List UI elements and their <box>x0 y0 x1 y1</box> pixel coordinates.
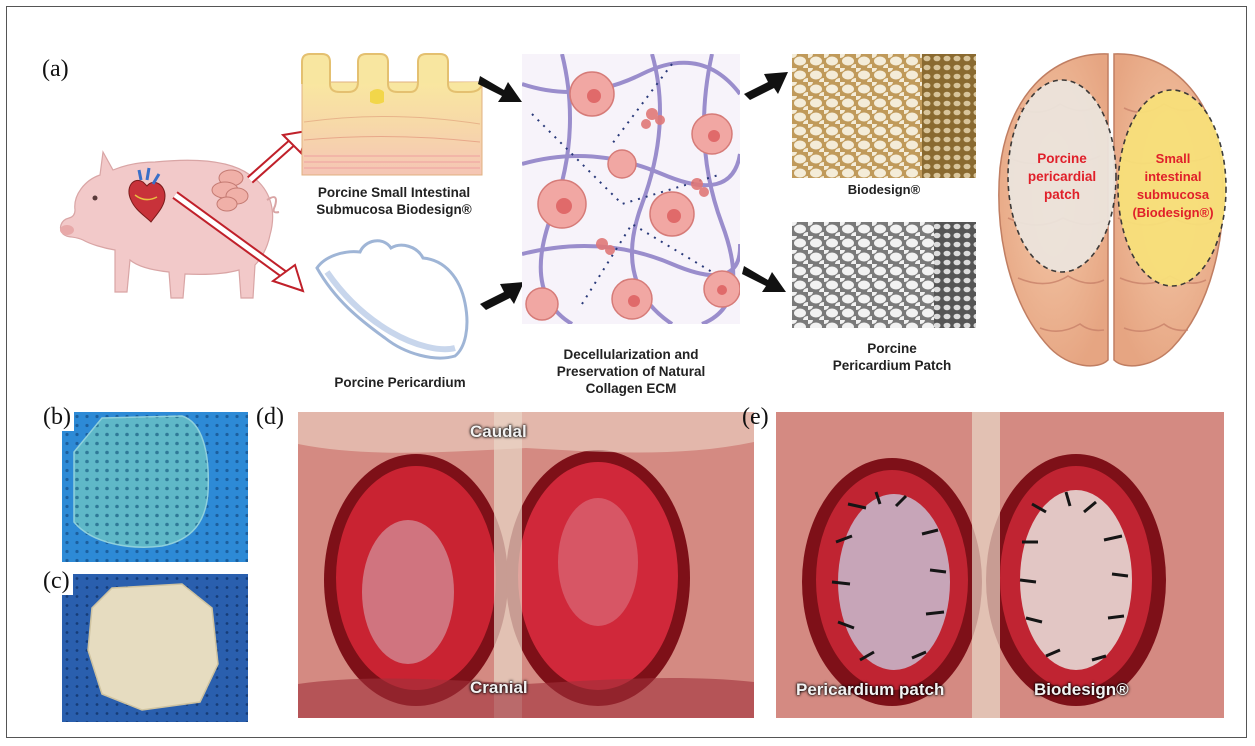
biodesign-caption: Biodesign® <box>800 181 968 198</box>
ecm-illustration <box>522 54 740 324</box>
sis-tissue-illustration <box>300 52 485 177</box>
pericardium-illustration <box>305 228 480 368</box>
photo-d-dural-defects: Caudal Cranial <box>298 412 754 718</box>
brain-right-line4: (Biodesign®) <box>1118 204 1228 222</box>
panel-label-d: (d) <box>256 404 284 431</box>
pericardium-patch-label: Pericardium patch <box>796 680 944 700</box>
photo-e-sutured-patches: Pericardium patch Biodesign® <box>776 412 1224 718</box>
brain-left-line3: patch <box>1008 186 1116 204</box>
patch-caption-line2: Pericardium Patch <box>800 357 984 374</box>
panel-label-b: (b) <box>40 404 74 431</box>
process-arrow-3 <box>742 66 790 106</box>
biodesign-label: Biodesign® <box>1034 680 1129 700</box>
sis-caption-line1: Porcine Small Intestinal <box>284 184 504 201</box>
brain-right-label: Small intestinal submucosa (Biodesign®) <box>1118 150 1228 222</box>
process-arrow-1 <box>478 66 526 106</box>
process-arrow-4 <box>742 256 790 296</box>
ecm-caption-line3: Collagen ECM <box>520 380 742 397</box>
ecm-caption-line2: Preservation of Natural <box>520 363 742 380</box>
brain-left-line1: Porcine <box>1008 150 1116 168</box>
pericardium-patch-texture <box>792 222 976 328</box>
pericardium-caption: Porcine Pericardium <box>300 374 500 391</box>
biodesign-texture <box>792 54 976 178</box>
patch-caption: Porcine Pericardium Patch <box>800 340 984 374</box>
brain-right-line2: intestinal <box>1118 168 1228 186</box>
process-arrow-2 <box>478 276 526 312</box>
brain-right-line1: Small <box>1118 150 1228 168</box>
ecm-caption-line1: Decellularization and <box>520 346 742 363</box>
ecm-caption: Decellularization and Preservation of Na… <box>520 346 742 397</box>
cranial-label: Cranial <box>470 678 528 698</box>
panel-label-c: (c) <box>40 568 73 595</box>
brain-left-label: Porcine pericardial patch <box>1008 150 1116 204</box>
panel-label-e: (e) <box>742 404 769 431</box>
brain-right-line3: submucosa <box>1118 186 1228 204</box>
patch-caption-line1: Porcine <box>800 340 984 357</box>
caudal-label: Caudal <box>470 422 527 442</box>
sis-caption: Porcine Small Intestinal Submucosa Biode… <box>284 184 504 218</box>
photo-b-biodesign-on-drape <box>62 412 248 562</box>
panel-label-a: (a) <box>42 56 69 83</box>
sis-caption-line2: Submucosa Biodesign® <box>284 201 504 218</box>
photo-c-pericardium-patch-on-drape <box>62 574 248 722</box>
brain-left-line2: pericardial <box>1008 168 1116 186</box>
